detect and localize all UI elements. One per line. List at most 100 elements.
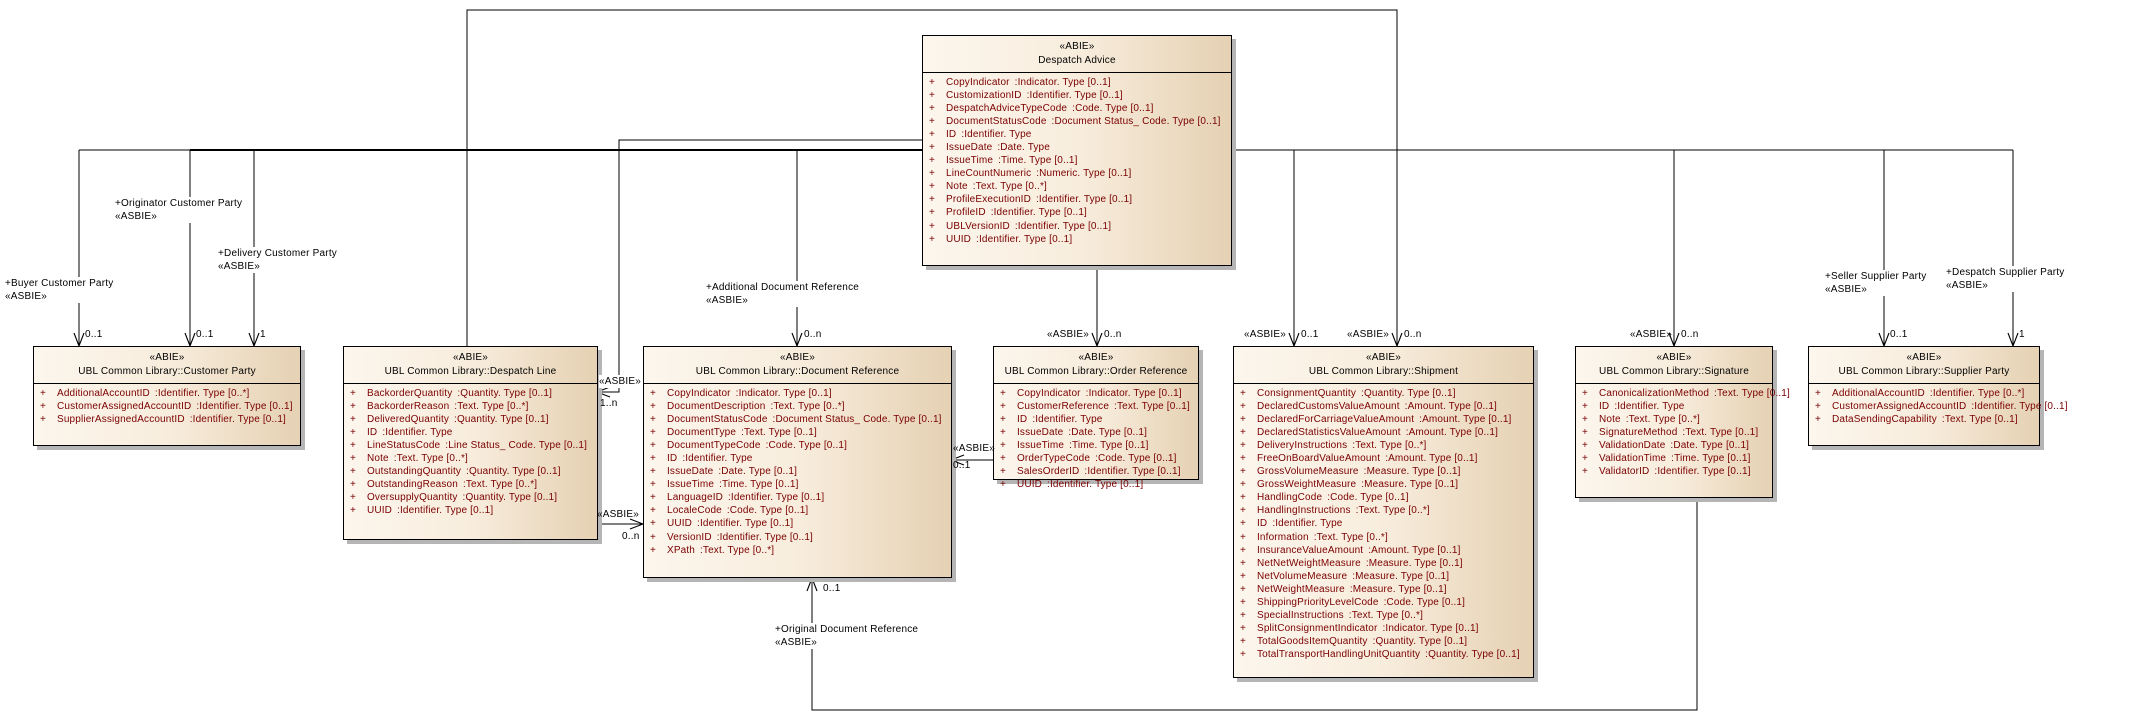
attribute-visibility: + (1240, 635, 1246, 647)
class-name: UBL Common Library::Shipment (1308, 366, 1459, 377)
attribute-visibility: + (929, 103, 935, 115)
attribute-name: UUID (367, 505, 393, 517)
attribute-row: +GrossWeightMeasure:Measure. Type [0..1] (1234, 478, 1533, 491)
class-header: «ABIE» Despatch Advice (923, 36, 1231, 73)
role-name: +Delivery Customer Party (218, 248, 337, 259)
attribute-visibility: + (929, 207, 935, 219)
attribute-name: GrossVolumeMeasure (1257, 466, 1359, 478)
attribute-type: :Time. Type [0..1] (719, 479, 799, 491)
attribute-row: +DataSendingCapability:Text. Type [0..1] (1809, 413, 2039, 426)
attribute-row: +DeclaredForCarriageValueAmount:Amount. … (1234, 413, 1533, 426)
attribute-type: :Text. Type [0..*] (454, 401, 529, 413)
attribute-name: IssueTime (1017, 440, 1065, 452)
open-arrowhead (806, 576, 818, 592)
attribute-row: +UUID:Identifier. Type [0..1] (344, 504, 597, 517)
attribute-name: SplitConsignmentIndicator (1257, 622, 1378, 634)
attribute-row: +IssueDate:Date. Type (923, 141, 1231, 154)
attribute-name: VersionID (667, 531, 712, 543)
role-stereotype: «ASBIE» (1825, 284, 1867, 295)
attribute-row: +OrderTypeCode:Code. Type [0..1] (994, 452, 1198, 465)
attribute-name: ValidationDate (1599, 440, 1666, 452)
attribute-row: +CopyIndicator:Indicator. Type [0..1] (994, 387, 1198, 400)
attribute-type: :Identifier. Type (1032, 414, 1103, 426)
attribute-row: +HandlingCode:Code. Type [0..1] (1234, 491, 1533, 504)
attribute-visibility: + (929, 181, 935, 193)
attribute-visibility: + (650, 479, 656, 491)
attribute-row: +Note:Text. Type [0..*] (1576, 413, 1772, 426)
attribute-type: :Line Status_ Code. Type [0..1] (445, 440, 588, 452)
attribute-row: +GrossVolumeMeasure:Measure. Type [0..1] (1234, 465, 1533, 478)
attribute-visibility: + (1815, 388, 1821, 399)
attribute-visibility: + (350, 440, 356, 452)
attribute-visibility: + (40, 388, 46, 399)
attribute-type: :Measure. Type [0..1] (1361, 479, 1459, 491)
attribute-row: +DespatchAdviceTypeCode:Code. Type [0..1… (923, 102, 1231, 115)
attribute-visibility: + (40, 414, 46, 426)
attribute-row: + AdditionalAccountID :Identifier. Type [0… (34, 387, 300, 400)
attribute-type: :Quantity. Type [0..1] (1372, 635, 1468, 647)
multiplicity-label: 0..1 (1890, 329, 1908, 340)
attribute-name: UUID (946, 233, 972, 245)
role-stereotype: «ASBIE» (706, 295, 748, 306)
class-signature: «ABIE» UBL Common Library::Signature +Ca… (1575, 346, 1790, 498)
attribute-name: ValidatorID (1599, 466, 1650, 478)
attribute-row: +SalesOrderID:Identifier. Type [0..1] (994, 465, 1198, 478)
attribute-row: +CopyIndicator:Indicator. Type [0..1] (644, 387, 951, 400)
class-header: «ABIE» UBL Common Library::Despatch Line (344, 347, 597, 384)
class-name: UBL Common Library::Order Reference (1004, 366, 1188, 377)
attribute-row: +CustomerAssignedAccountID:Identifier. T… (34, 400, 300, 413)
attribute-name: IssueDate (1017, 427, 1064, 439)
attribute-name: Note (367, 453, 389, 465)
attribute-type: :Identifier. Type (682, 453, 753, 465)
attribute-type: :Indicator. Type [0..1] (1014, 77, 1111, 88)
attribute-row: +DocumentStatusCode:Document Status_ Cod… (923, 115, 1231, 128)
class-name: UBL Common Library::Supplier Party (1838, 366, 2010, 377)
attribute-name: AdditionalAccountID (57, 388, 150, 399)
attribute-row: +DocumentDescription:Text. Type [0..*] (644, 400, 951, 413)
class-supplier-party: «ABIE» UBL Common Library::Supplier Part… (1808, 346, 2067, 446)
attribute-name: BackorderQuantity (367, 388, 453, 399)
attribute-list: + AdditionalAccountID :Identifier. Type [0… (34, 384, 300, 426)
attribute-visibility: + (350, 453, 356, 465)
attribute-visibility: + (1240, 388, 1246, 399)
class-header: «ABIE» UBL Common Library::Supplier Part… (1809, 347, 2039, 384)
attribute-list: +CanonicalizationMethod:Text. Type [0..1… (1576, 384, 1790, 478)
attribute-type: :Identifier. Type [0..1] (397, 505, 494, 517)
attribute-name: ID (1599, 401, 1610, 413)
attribute-type: :Identifier. Type [0..1] (728, 492, 825, 504)
attribute-row: +Note:Text. Type [0..*] (923, 180, 1231, 193)
attribute-visibility: + (929, 220, 935, 232)
class-name: UBL Common Library::Signature (1599, 366, 1749, 377)
attribute-row: +CanonicalizationMethod:Text. Type [0..1… (1576, 387, 1790, 400)
attribute-row: +NetNetWeightMeasure:Measure. Type [0..1… (1234, 557, 1533, 570)
attribute-name: XPath (667, 544, 695, 556)
attribute-type: :Identifier. Type [0..1] (716, 531, 813, 543)
attribute-visibility: + (1240, 518, 1246, 530)
class-stereotype: «ABIE» (779, 352, 816, 363)
attribute-type: :Text. Type [0..*] (1352, 440, 1427, 452)
attribute-name: IssueDate (667, 466, 714, 478)
attribute-name: DeclaredForCarriageValueAmount (1257, 414, 1415, 426)
attribute-type: :Code. Type [0..1] (1095, 453, 1177, 465)
attribute-type: :Quantity. Type [0..1] (462, 492, 558, 504)
attribute-type: :Measure. Type [0..1] (1349, 583, 1447, 595)
attribute-name: ShippingPriorityLevelCode (1257, 596, 1379, 608)
attribute-visibility: + (929, 168, 935, 180)
attribute-row: +SpecialInstructions:Text. Type [0..*] (1234, 609, 1533, 622)
attribute-name: ID (667, 453, 678, 465)
class-shipment: «ABIE» UBL Common Library::Shipment +Con… (1233, 346, 1534, 678)
attribute-type: :Quantity. Type [0..1] (457, 388, 553, 399)
attribute-visibility: + (1240, 440, 1246, 452)
attribute-type: :Indicator. Type [0..1] (735, 388, 832, 399)
attribute-type: :Identifier. Type [0..1] (976, 233, 1073, 245)
class-despatch-advice: «ABIE» Despatch Advice +CopyIndicator:In… (922, 35, 1232, 266)
attribute-type: :Identifier. Type [0..*] (154, 388, 250, 399)
attribute-name: InsuranceValueAmount (1257, 544, 1364, 556)
attribute-visibility: + (1240, 427, 1246, 439)
attribute-type: :Time. Type [0..1] (998, 155, 1078, 167)
attribute-row: +ID:Identifier. Type (1576, 400, 1772, 413)
attribute-type: :Identifier. Type [0..1] (1047, 479, 1144, 491)
attribute-row: +ID:Identifier. Type (923, 128, 1231, 141)
class-header: «ABIE» UBL Common Library::Signature (1576, 347, 1772, 384)
attribute-visibility: + (1240, 453, 1246, 465)
